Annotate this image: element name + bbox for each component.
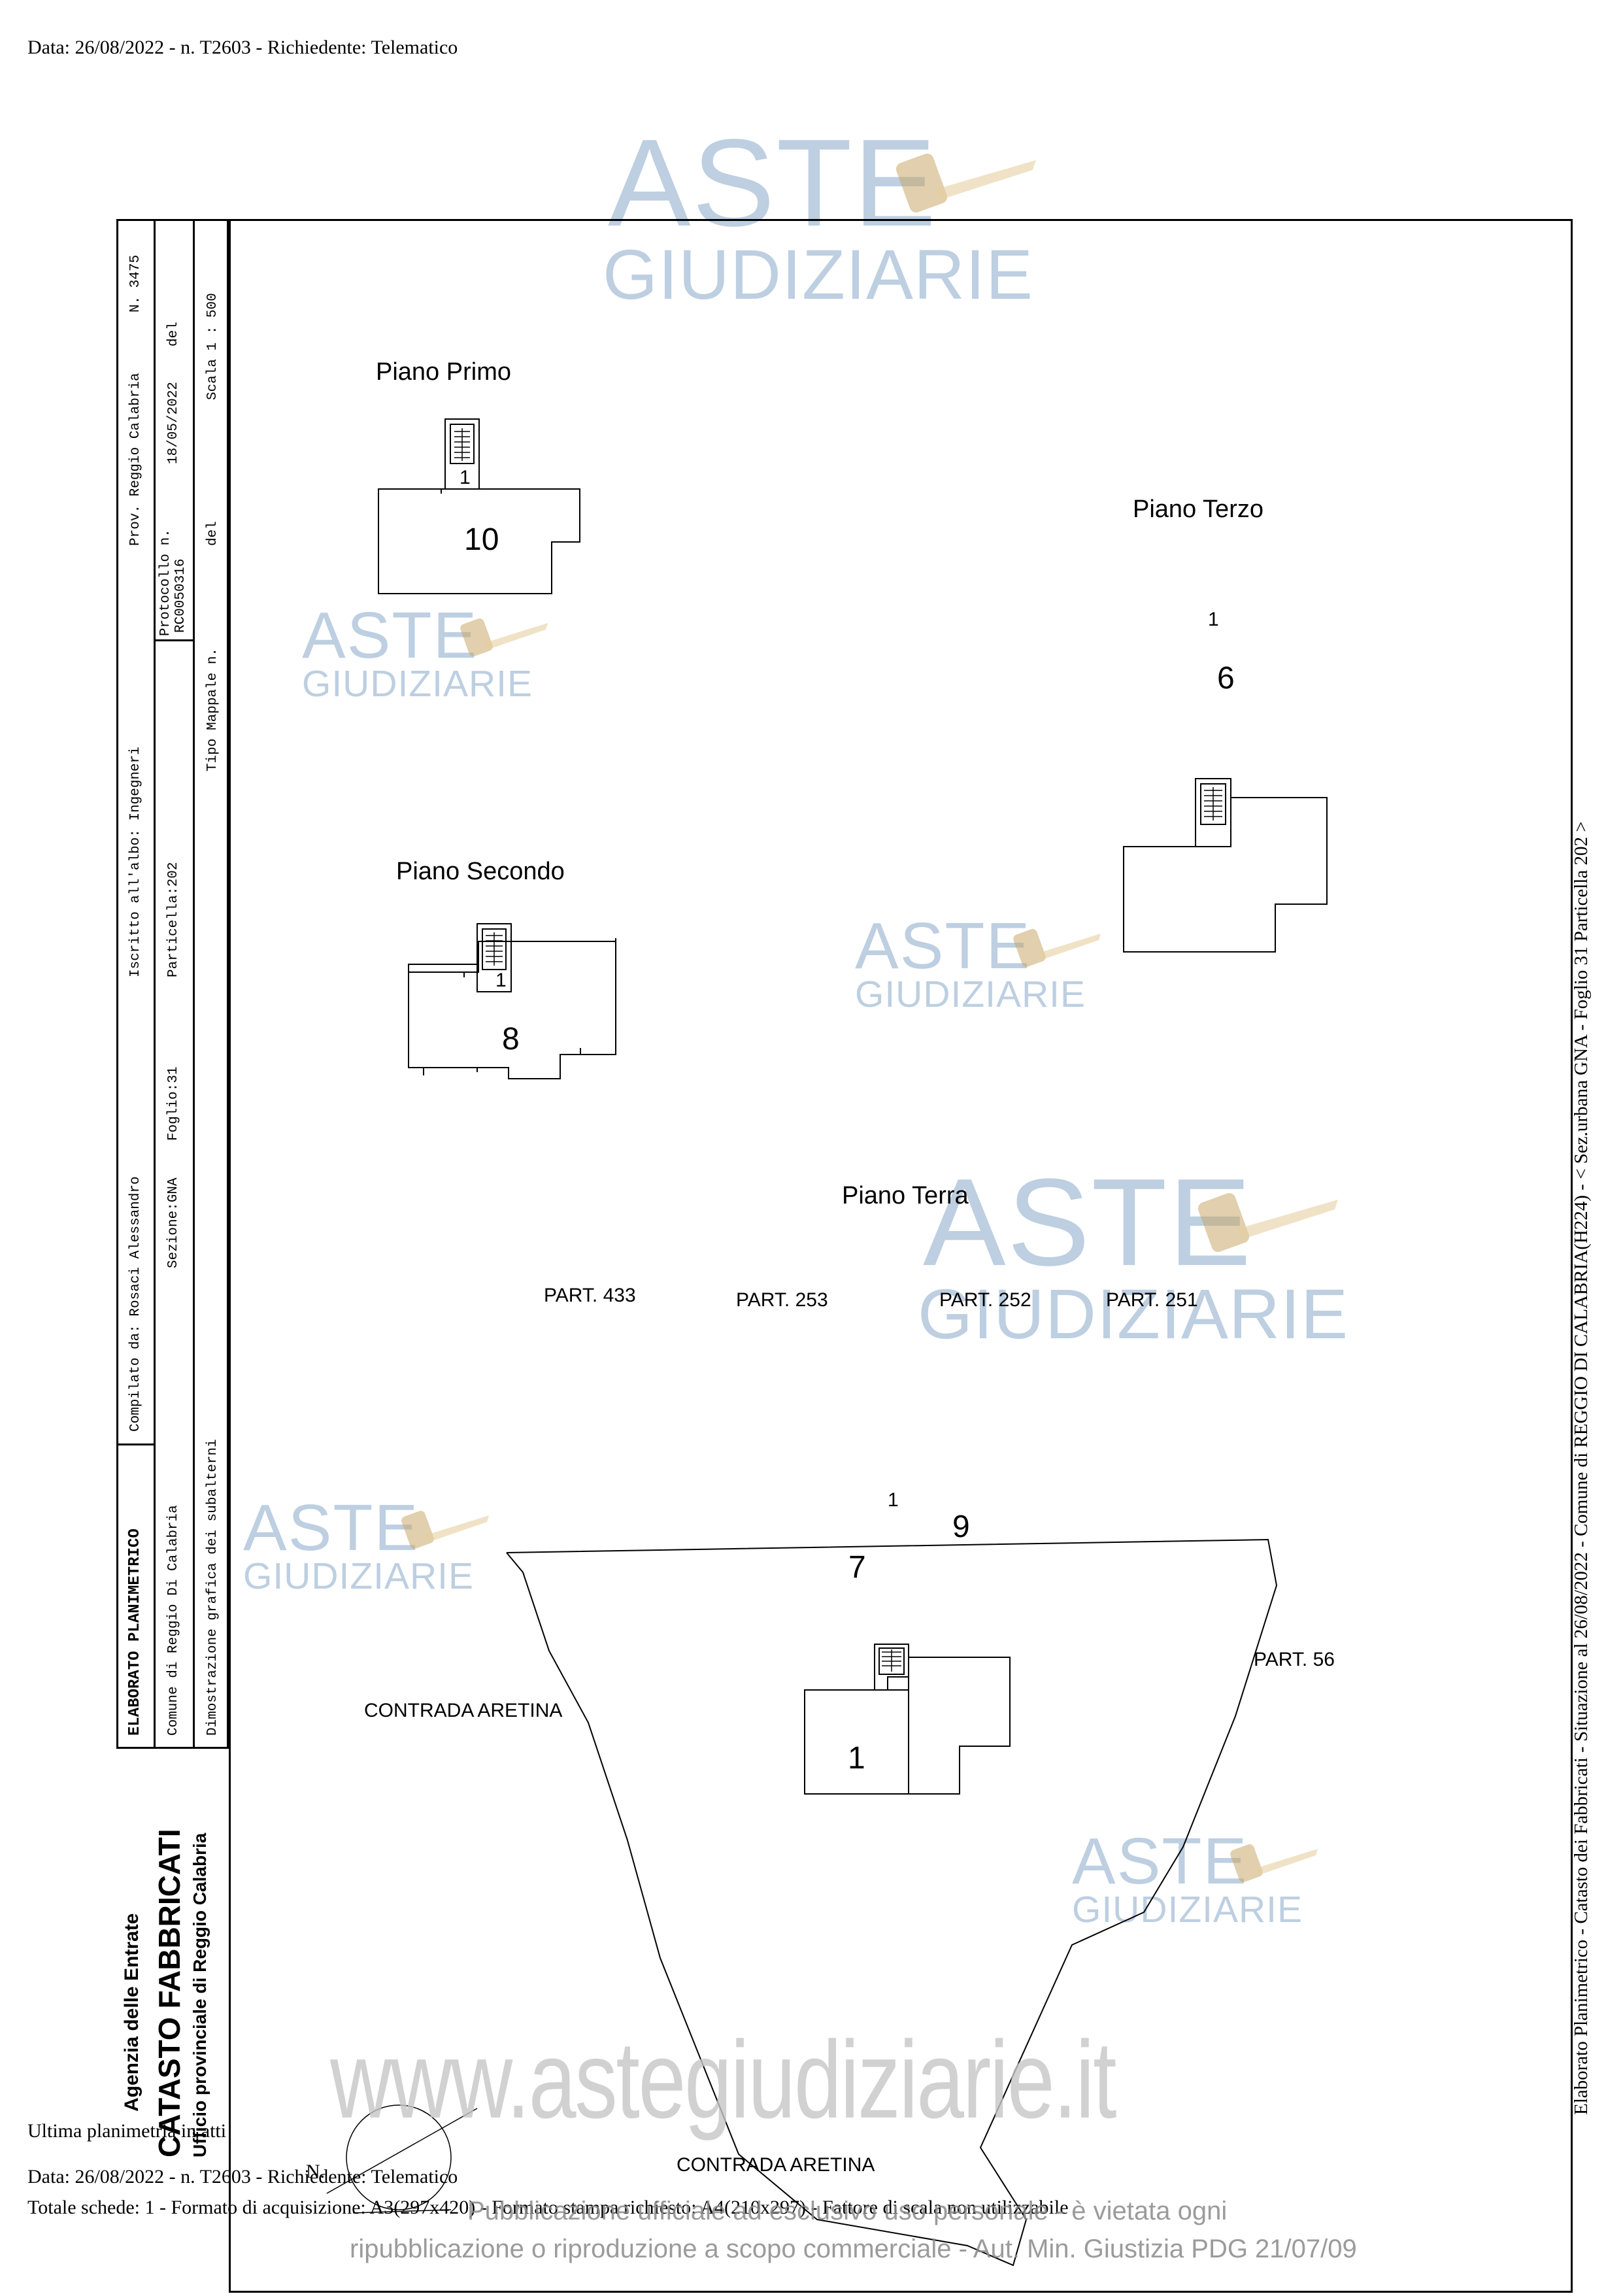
stair-num-terra: 1 <box>888 1489 899 1511</box>
watermark-logo-center: ASTE GIUDIZIARIE <box>855 913 1101 1013</box>
label-protocollo-data: 18/05/2022 <box>166 381 181 464</box>
label-particella: Particella:202 <box>166 862 181 977</box>
label-contrada-aretina-left: CONTRADA ARETINA <box>364 1700 563 1721</box>
gavel-icon <box>401 1511 489 1549</box>
label-part-56: PART. 56 <box>1254 1649 1335 1670</box>
plan-piano-primo <box>378 418 580 594</box>
footer-data: Data: 26/08/2022 - n. T2603 - Richiedent… <box>27 2166 458 2187</box>
side-note: Elaborato Planimetrico - Catasto dei Fab… <box>1571 821 1592 2115</box>
label-protocollo-numero: RC0050316 <box>173 558 188 633</box>
title-block <box>116 219 229 1749</box>
plan-piano-terra-boundary <box>506 1538 1278 2267</box>
north-label: N. <box>306 2161 326 2182</box>
unit-6: 6 <box>1217 661 1235 696</box>
agency-name: Agenzia delle Entrate <box>121 1913 142 2112</box>
label-contrada-aretina-bottom: CONTRADA ARETINA <box>677 2154 875 2176</box>
watermark-logo-right: ASTE GIUDIZIARIE <box>1072 1829 1318 1929</box>
label-compilato: Compilato da: Rosaci Alessandro <box>128 1176 143 1432</box>
label-tipo-mappale-del: del <box>205 521 220 546</box>
stair-num-primo: 1 <box>460 467 471 488</box>
label-piano-secondo: Piano Secondo <box>396 858 565 885</box>
floor-plan-drawing <box>326 418 1328 2267</box>
label-comune: Comune di Reggio Di Calabria <box>166 1505 181 1736</box>
gavel-icon <box>895 153 1036 213</box>
label-numero: N. 3475 <box>128 254 143 312</box>
north-arrow <box>326 2104 478 2214</box>
watermark-logo-left-2: ASTE GIUDIZIARIE <box>243 1495 489 1595</box>
agency-catasto: CATASTO FABBRICATI <box>152 1829 186 2157</box>
footer-ultima-planimetria: Ultima planimetria in atti <box>27 2120 227 2142</box>
plan-piano-terra-building <box>804 1644 1011 1795</box>
watermark-logo-left-1: ASTE GIUDIZIARIE <box>302 603 548 703</box>
gavel-icon <box>1013 929 1101 967</box>
label-tipo-mappale: Tipo Mappale n. <box>205 647 220 771</box>
label-part-251: PART. 251 <box>1106 1289 1198 1311</box>
label-foglio: Foglio:31 <box>166 1066 181 1141</box>
watermark-notice-line2: ripubblicazione o riproduzione a scopo c… <box>350 2235 1357 2263</box>
watermark-logo-mid-large: ASTE GIUDIZIARIE <box>918 1153 1349 1353</box>
unit-7: 7 <box>848 1550 866 1585</box>
label-dimostrazione: Dimostrazione grafica dei subalterni <box>205 1439 220 1736</box>
label-piano-primo: Piano Primo <box>376 358 511 386</box>
gavel-icon <box>460 618 548 656</box>
unit-8: 8 <box>502 1022 520 1056</box>
sheet-frame <box>229 219 1573 2293</box>
label-iscritto: Iscritto all'albo: Ingegneri <box>128 747 143 977</box>
watermark-notice-line1: Pubblicazione ufficiale ad esclusivo uso… <box>467 2197 1228 2225</box>
label-piano-terra: Piano Terra <box>842 1182 969 1209</box>
watermark-url: www.astegiudiziarie.it <box>330 2018 1117 2141</box>
label-protocollo: Protocollo n. <box>158 529 173 636</box>
label-provincia: Prov. Reggio Calabria <box>128 373 143 546</box>
label-piano-terzo: Piano Terzo <box>1133 496 1263 523</box>
agency-office: Ufficio provinciale di Reggio Calabria <box>190 1832 210 2157</box>
footer-totale-schede: Totale schede: 1 - Formato di acquisizio… <box>27 2197 1069 2218</box>
stair-num-secondo: 1 <box>495 970 507 991</box>
gavel-icon <box>1230 1844 1318 1882</box>
unit-10: 10 <box>464 522 499 557</box>
label-sezione: Sezione:GNA <box>166 1177 181 1268</box>
label-scala: Scala 1 : 500 <box>205 293 220 400</box>
label-part-252: PART. 252 <box>939 1289 1031 1311</box>
gavel-icon <box>1197 1192 1338 1253</box>
label-part-253: PART. 253 <box>736 1289 828 1311</box>
plan-piano-secondo <box>408 923 616 1079</box>
label-part-433: PART. 433 <box>544 1285 636 1306</box>
unit-9: 9 <box>952 1510 970 1544</box>
header-request-info: Data: 26/08/2022 - n. T2603 - Richiedent… <box>27 37 458 58</box>
lot-1: 1 <box>848 1741 865 1776</box>
label-protocollo-del: del <box>166 322 181 346</box>
plan-piano-terzo <box>1123 778 1328 953</box>
label-elaborato-planimetrico: ELABORATO PLANIMETRICO <box>126 1528 144 1736</box>
stair-num-terzo: 1 <box>1208 609 1219 630</box>
watermark-logo-top: ASTE GIUDIZIARIE <box>603 121 1036 310</box>
